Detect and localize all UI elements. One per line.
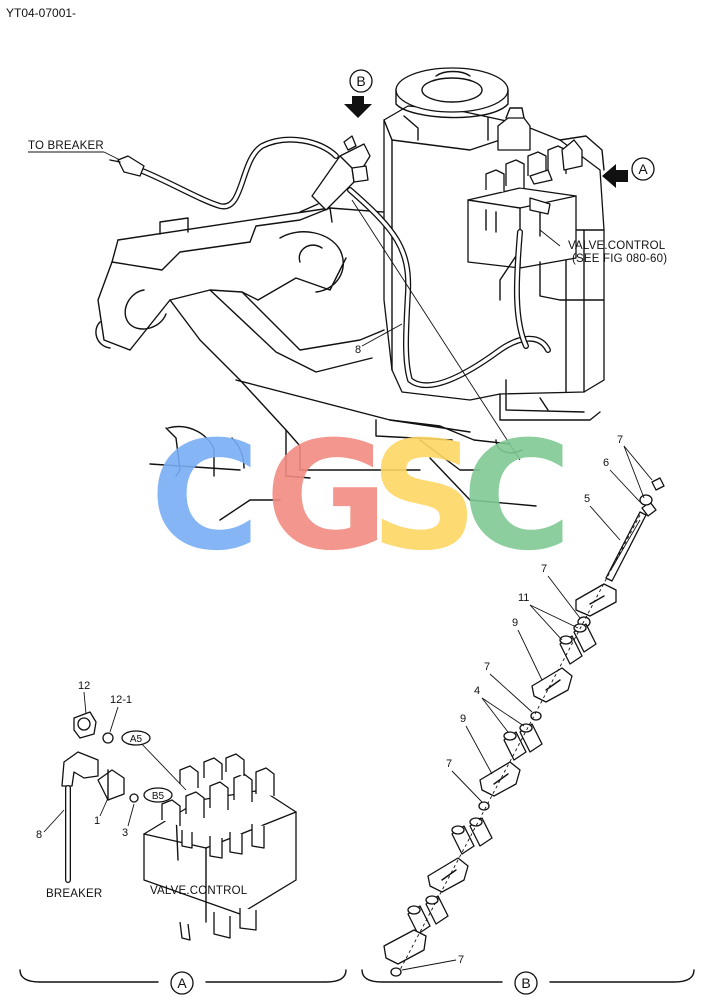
boom-structure (95, 207, 537, 521)
callout-7-3: 7 (484, 661, 490, 673)
section-b-text: B (521, 975, 530, 991)
bushing-pair-11 (559, 623, 597, 665)
callout-7-top: 7 (617, 434, 623, 446)
marker-a-text: A (638, 161, 648, 177)
breaker-label: BREAKER (46, 888, 102, 900)
watermark-letter-c1: C (150, 410, 260, 584)
marker-a: A (631, 157, 655, 181)
section-a-text: A (177, 975, 187, 991)
watermark-letter-s: S (370, 410, 478, 584)
valve-control-label: VALVE.CONTROL (568, 240, 666, 252)
control-valve (467, 107, 583, 301)
section-bracket-b: B (361, 969, 695, 995)
callout-1: 1 (94, 815, 100, 827)
callout-3: 3 (122, 827, 128, 839)
callout-9-1: 9 (512, 617, 518, 629)
marker-b-text: B (356, 73, 365, 89)
cgsc-watermark: C G S C (150, 410, 572, 584)
section-bracket-a: A (19, 969, 347, 995)
marker-b5-text: B5 (152, 791, 165, 802)
callout-9-2: 9 (460, 713, 466, 725)
watermark-letter-c2: C (462, 410, 572, 584)
watermark-letter-g: G (265, 410, 388, 584)
view-arrow-a (602, 164, 628, 188)
callout-7-4: 7 (446, 758, 452, 770)
doc-code: YT04-07001- (6, 6, 76, 20)
breaker-hose (109, 135, 551, 461)
callout-8-detail: 8 (36, 829, 42, 841)
bushing-pair-4 (503, 723, 543, 761)
valve-control-detail-label: VALVE.CONTROL (150, 885, 248, 897)
marker-a5-text: A5 (130, 734, 143, 745)
callout-11: 11 (518, 592, 529, 604)
callout-12: 12 (78, 680, 90, 692)
detail-b-parts (383, 477, 665, 977)
marker-a5: A5 (121, 730, 151, 746)
to-breaker-label: TO BREAKER (28, 140, 104, 152)
marker-b: B (349, 69, 373, 93)
detail-a-parts (61, 711, 297, 941)
callout-7-2: 7 (541, 563, 547, 575)
callout-5: 5 (584, 493, 590, 505)
marker-b5: B5 (143, 787, 173, 803)
callout-12-1: 12-1 (110, 694, 132, 706)
main-assembly (95, 67, 628, 521)
valve-control-ref: (SEE FIG 080-60) (572, 253, 667, 265)
view-arrow-b (344, 96, 372, 118)
callout-4: 4 (474, 685, 480, 697)
callout-8-main: 8 (355, 344, 361, 356)
callout-7-bottom: 7 (458, 954, 464, 966)
callout-6: 6 (603, 457, 609, 469)
